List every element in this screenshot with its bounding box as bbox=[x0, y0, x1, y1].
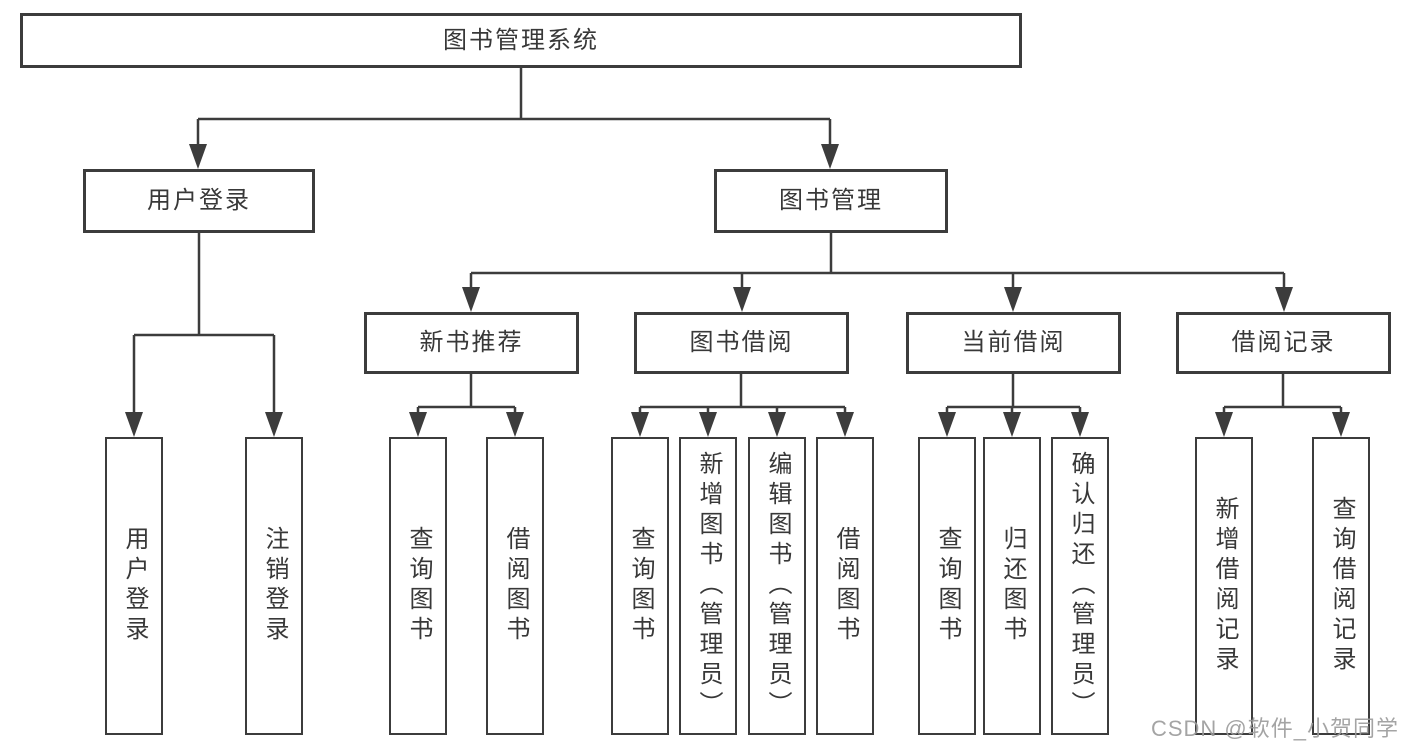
leaf-edit-books-admin: 编辑图书（管理员） bbox=[748, 437, 806, 735]
node-label: 注销登录 bbox=[261, 526, 288, 646]
leaf-confirm-return-admin: 确认归还（管理员） bbox=[1051, 437, 1109, 735]
leaf-add-books-admin: 新增图书（管理员） bbox=[679, 437, 737, 735]
node-book-borrowing: 图书借阅 bbox=[634, 312, 849, 374]
node-label: 查询图书 bbox=[934, 526, 961, 646]
leaf-logout-login: 注销登录 bbox=[245, 437, 303, 735]
node-label: 归还图书 bbox=[999, 526, 1026, 646]
node-label: 当前借阅 bbox=[961, 329, 1066, 356]
node-label: 查询图书 bbox=[627, 526, 654, 646]
node-label: 新增借阅记录 bbox=[1211, 496, 1238, 676]
leaf-return-books: 归还图书 bbox=[983, 437, 1041, 735]
leaf-add-borrow-record: 新增借阅记录 bbox=[1195, 437, 1253, 735]
leaf-borrow-books-recommend: 借阅图书 bbox=[486, 437, 544, 735]
node-label: 用户登录 bbox=[147, 187, 251, 214]
node-label: 图书管理 bbox=[779, 187, 883, 214]
leaf-query-borrow-record: 查询借阅记录 bbox=[1312, 437, 1370, 735]
node-label: 用户登录 bbox=[121, 526, 148, 646]
csdn-watermark: CSDN @软件_小贺同学 bbox=[1150, 716, 1399, 741]
node-borrow-records: 借阅记录 bbox=[1176, 312, 1391, 374]
node-label: 图书借阅 bbox=[689, 329, 794, 356]
node-label: 查询借阅记录 bbox=[1328, 496, 1355, 676]
node-label: 新书推荐 bbox=[419, 329, 524, 356]
node-library-system: 图书管理系统 bbox=[20, 13, 1022, 68]
node-new-book-recommend: 新书推荐 bbox=[364, 312, 579, 374]
leaf-query-books-recommend: 查询图书 bbox=[389, 437, 447, 735]
leaf-borrow-books: 借阅图书 bbox=[816, 437, 874, 735]
leaf-user-login: 用户登录 bbox=[105, 437, 163, 735]
node-user-login: 用户登录 bbox=[83, 169, 315, 233]
node-current-borrowing: 当前借阅 bbox=[906, 312, 1121, 374]
node-label: 借阅图书 bbox=[502, 526, 529, 646]
node-label: 新增图书（管理员） bbox=[695, 451, 722, 721]
node-label: 编辑图书（管理员） bbox=[764, 451, 791, 721]
node-label: 确认归还（管理员） bbox=[1067, 451, 1094, 721]
node-label: 借阅记录 bbox=[1231, 329, 1336, 356]
leaf-query-books-borrow: 查询图书 bbox=[611, 437, 669, 735]
node-label: 借阅图书 bbox=[832, 526, 859, 646]
node-label: 图书管理系统 bbox=[443, 26, 599, 54]
node-label: 查询图书 bbox=[405, 526, 432, 646]
node-book-management: 图书管理 bbox=[714, 169, 948, 233]
leaf-query-books-current: 查询图书 bbox=[918, 437, 976, 735]
